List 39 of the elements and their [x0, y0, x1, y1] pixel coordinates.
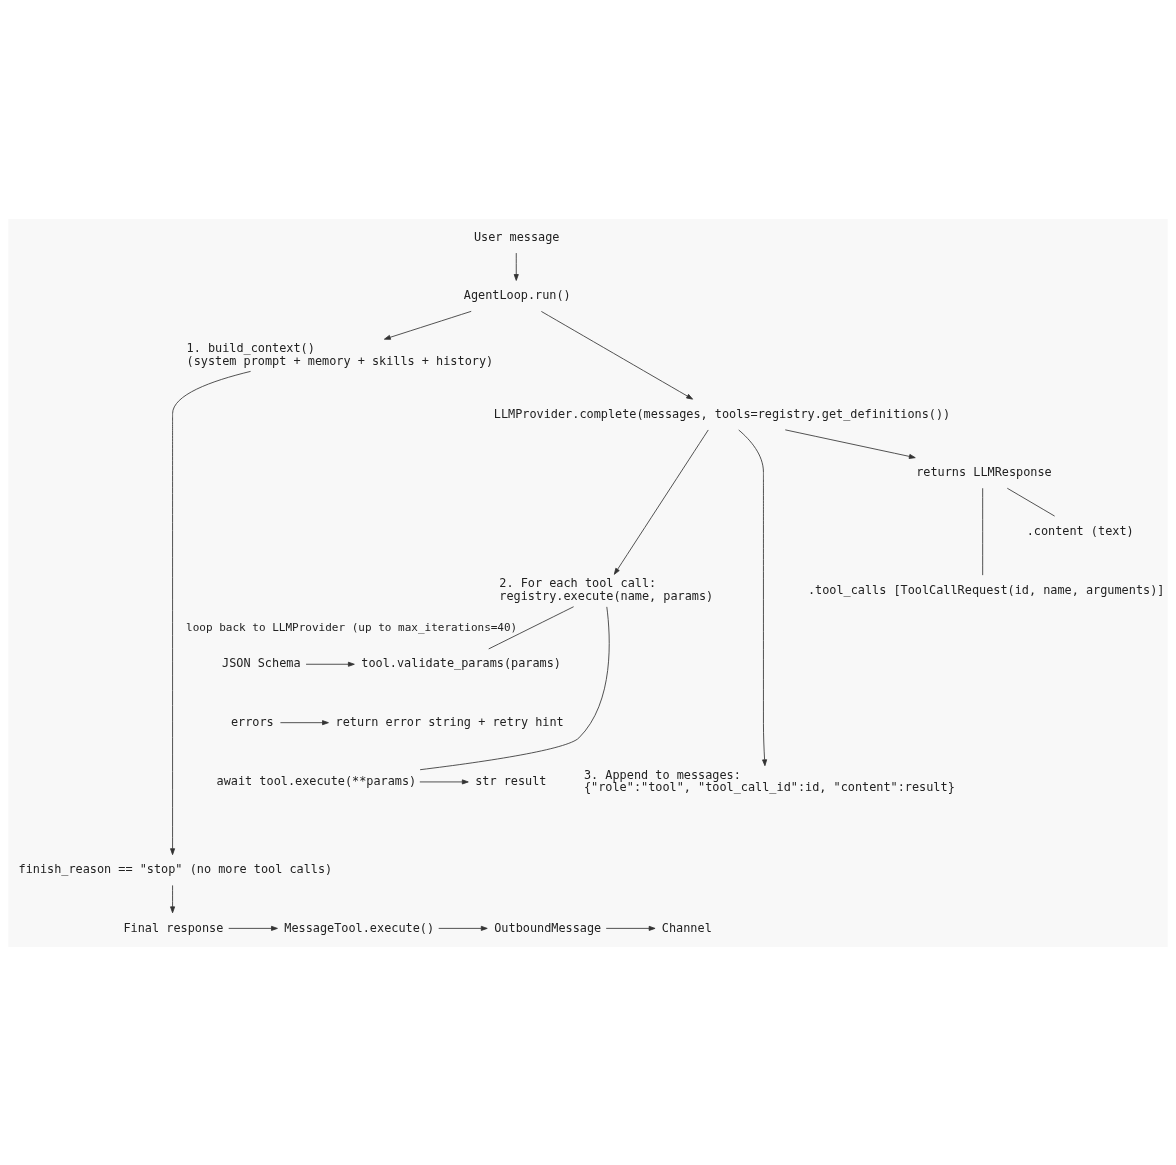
- arrow: [438, 925, 488, 931]
- node-text: OutboundMessage: [494, 920, 602, 935]
- connector: [982, 487, 984, 576]
- node-text: LLMProvider.complete(messages, tools=registry.get_definitions()): [493, 406, 951, 421]
- arrow: [419, 778, 469, 784]
- arrow: [305, 661, 355, 667]
- node-text: return error string + retry hint: [335, 714, 564, 729]
- node-text: JSON Schema: [222, 655, 301, 670]
- node-text: 3. Append to messages: {"role":"tool", "tool_call_id":id, "content":result}: [583, 767, 955, 794]
- connector: [1006, 487, 1056, 516]
- node-text: Channel: [661, 920, 712, 935]
- arrow: [540, 310, 694, 400]
- node-text: str result: [475, 773, 547, 788]
- arrow: [228, 925, 278, 931]
- arrow: [605, 925, 656, 931]
- node-text: MessageTool.execute(): [284, 920, 435, 935]
- node-text: User message: [473, 229, 560, 244]
- arrow: [784, 428, 916, 459]
- arrow: [170, 884, 176, 913]
- arrow: [513, 252, 519, 281]
- connector: [488, 605, 575, 649]
- arrow: [738, 429, 768, 766]
- arrow: [613, 429, 709, 575]
- node-text: AgentLoop.run(): [463, 287, 571, 302]
- arrow: [170, 370, 252, 855]
- node-text: errors: [230, 714, 274, 729]
- node-text: finish_reason == "stop" (no more tool calls): [18, 861, 333, 876]
- node-text: await tool.execute(**params): [216, 773, 417, 788]
- node-text: tool.validate_params(params): [361, 655, 561, 670]
- node-text: .content (text): [1026, 522, 1134, 537]
- connector: [419, 605, 610, 770]
- node-text: returns LLMResponse: [916, 464, 1052, 479]
- arrow: [280, 719, 329, 725]
- node-text: 2. For each tool call: registry.execute(name, params): [499, 575, 714, 603]
- edge-label: loop back to LLMProvider (up to max_iterations=40): [186, 620, 518, 634]
- node-text: Final response: [123, 920, 224, 935]
- node-text: .tool_calls [ToolCallRequest(id, name, arguments)]: [807, 582, 1165, 597]
- arrow: [383, 310, 472, 340]
- node-text: 1. build_context() (system prompt + memory + skills + history): [186, 340, 494, 368]
